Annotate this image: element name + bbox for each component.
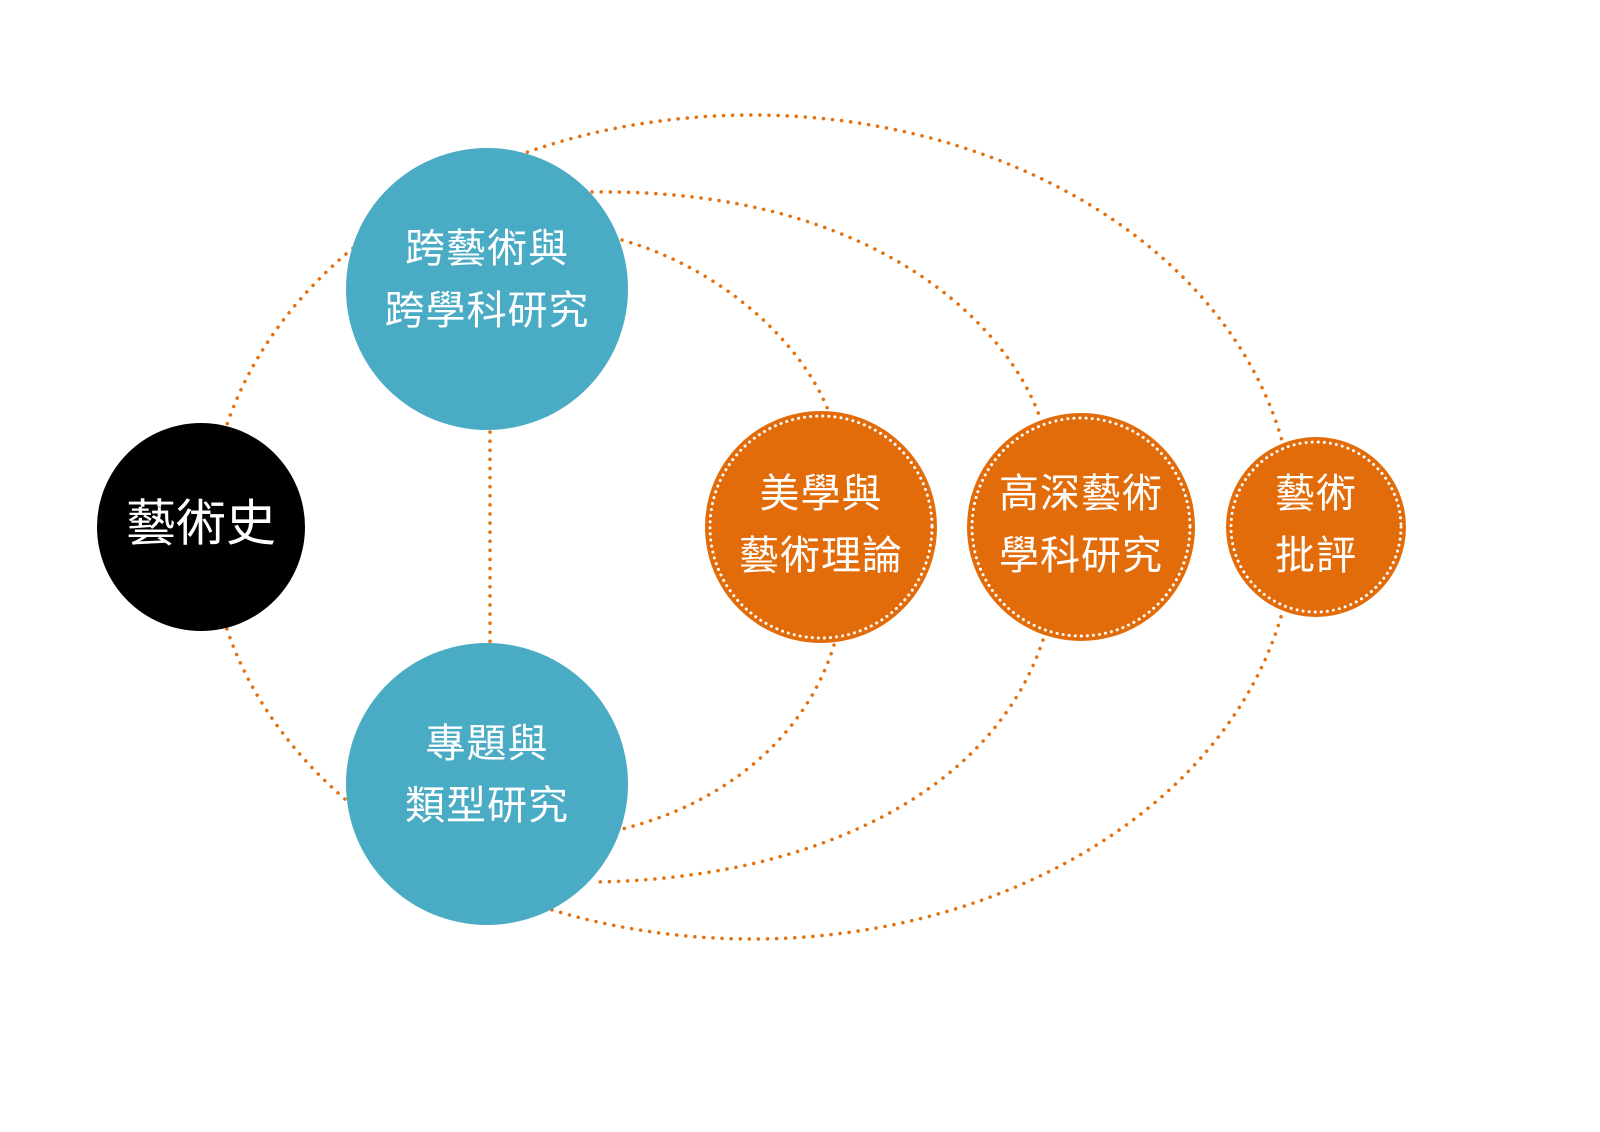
- aesthetics-label-line-1: 美學與: [760, 471, 883, 517]
- thematic-label-line-2: 類型研究: [405, 783, 569, 829]
- advanced-dotted-ring: [970, 416, 1192, 638]
- node-art-history: 藝術史: [97, 423, 305, 631]
- connector-arc-advanced: [590, 190, 1042, 420]
- advanced-label-line-2: 學科研究: [999, 533, 1163, 579]
- node-advanced-art-studies: 高深藝術 學科研究: [967, 413, 1195, 641]
- node-aesthetics-art-theory: 美學與 藝術理論: [705, 411, 937, 643]
- thematic-label-line-1: 專題與: [426, 721, 549, 767]
- criticism-label-line-2: 批評: [1275, 533, 1357, 579]
- criticism-dotted-ring: [1229, 440, 1403, 614]
- art-history-label: 藝術史: [126, 495, 276, 553]
- aesthetics-label-line-2: 藝術理論: [739, 533, 903, 579]
- art-history-circle: [97, 423, 305, 631]
- node-art-criticism: 藝術 批評: [1226, 437, 1406, 617]
- interdisciplinary-label-line-2: 跨學科研究: [385, 288, 590, 334]
- advanced-label-line-1: 高深藝術: [999, 471, 1163, 517]
- criticism-label-line-1: 藝術: [1275, 471, 1357, 517]
- criticism-circle: [1226, 437, 1406, 617]
- connector-arc-aesthetics-lower: [616, 643, 836, 832]
- interdisciplinary-circle: [346, 148, 628, 430]
- interdisciplinary-label-line-1: 跨藝術與: [405, 226, 569, 272]
- aesthetics-dotted-ring: [708, 414, 934, 640]
- aesthetics-circle: [705, 411, 937, 643]
- connector-arc-advanced-lower: [590, 638, 1045, 884]
- advanced-circle: [967, 413, 1195, 641]
- thematic-circle: [346, 643, 628, 925]
- connector-arc-aesthetics: [620, 238, 830, 412]
- node-interdisciplinary-studies: 跨藝術與 跨學科研究: [346, 148, 628, 430]
- node-thematic-genre-studies: 專題與 類型研究: [346, 643, 628, 925]
